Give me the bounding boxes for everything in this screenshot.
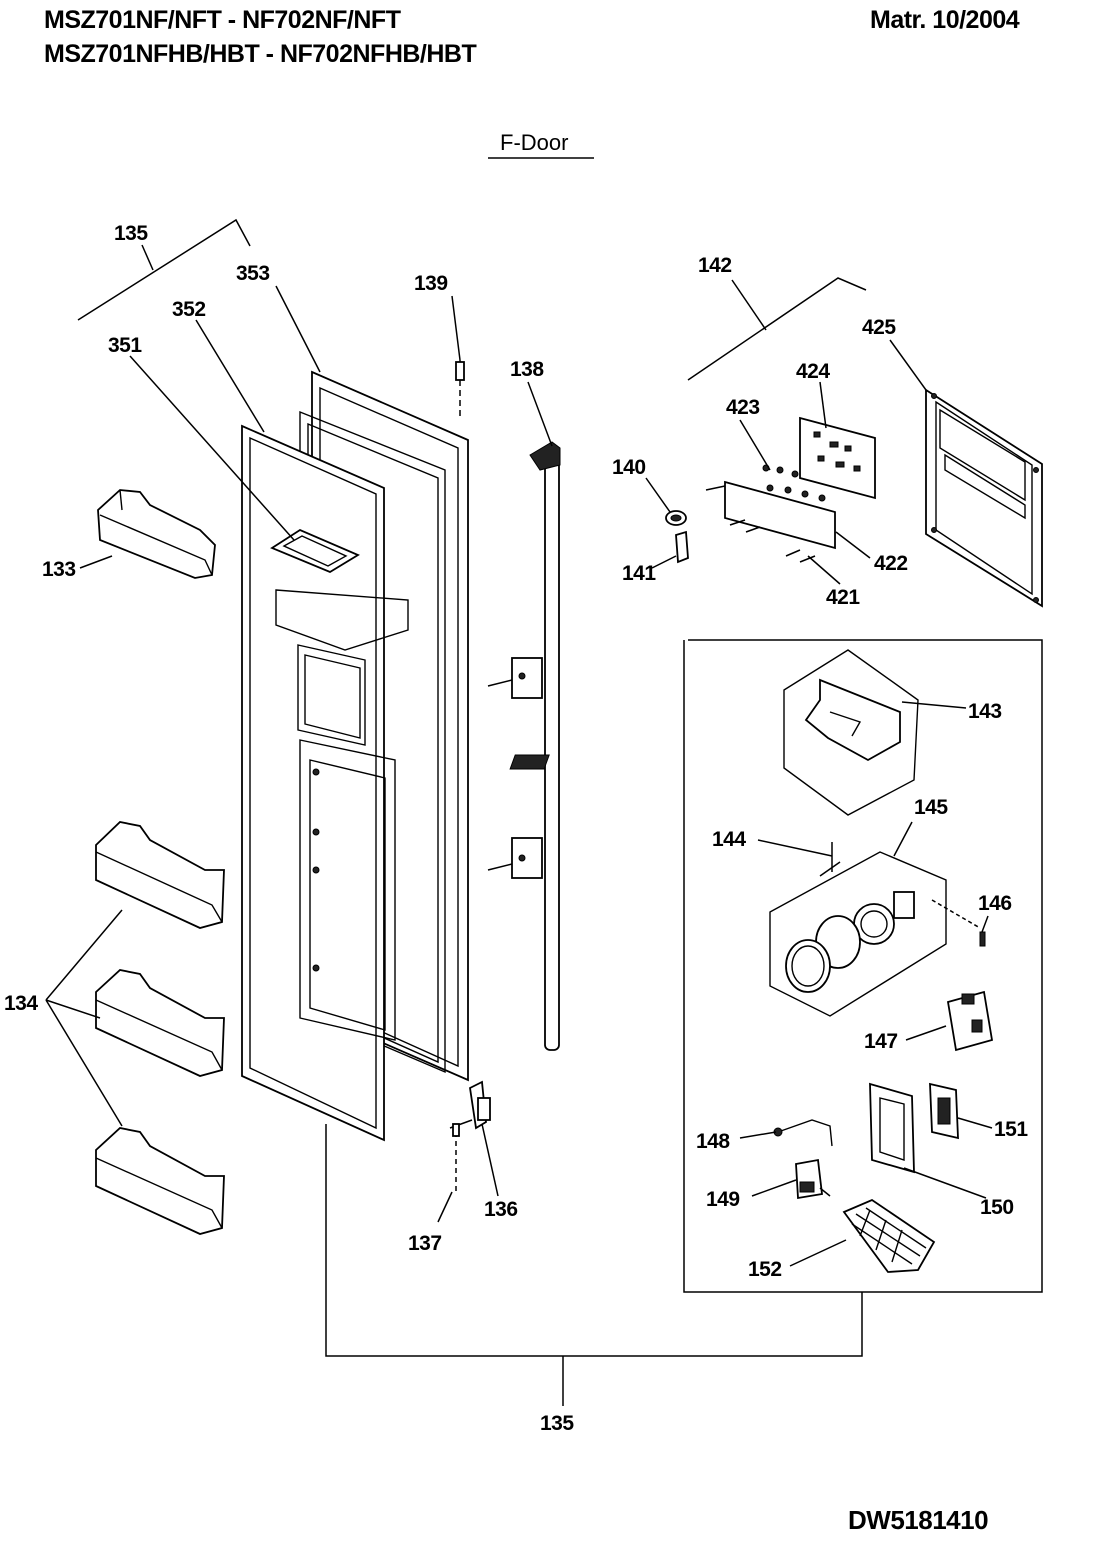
label-424: 424 [796,360,830,383]
label-139: 139 [414,272,448,295]
label-142: 142 [698,254,732,277]
label-150: 150 [980,1196,1014,1219]
label-140: 140 [612,456,646,479]
label-144: 144 [712,828,746,851]
label-148: 148 [696,1130,730,1153]
label-135-bottom: 135 [540,1412,574,1435]
label-421: 421 [826,586,860,609]
label-136: 136 [484,1198,518,1221]
control-board-422 [705,480,836,563]
label-146: 146 [978,892,1012,915]
label-145: 145 [914,796,948,819]
label-422: 422 [874,552,908,575]
ice-chute-143 [509,649,919,816]
cover-panel-425 [925,388,1043,608]
label-152: 152 [748,1258,782,1281]
lever-148 [773,1119,833,1147]
part-labels: 135 353 352 351 139 138 133 134 136 137 … [4,222,1029,1435]
label-147: 147 [864,1030,898,1053]
paddle-151 [929,1082,959,1140]
drip-grille-152 [842,1198,936,1273]
matr-date: Matr. 10/2004 [870,6,1020,34]
door-frame-352 [241,424,409,1142]
spring-141 [675,530,689,564]
dispenser-assembly-box [683,639,1043,1293]
door-shelf-133 [97,489,216,579]
lamp-housing-145 [769,851,947,1017]
hinge-pin-139 [455,360,465,420]
label-141: 141 [622,562,656,585]
label-135-top: 135 [114,222,148,245]
label-353: 353 [236,262,270,285]
screw-137 [452,1123,460,1192]
actuator-150 [869,1082,915,1174]
label-351: 351 [108,334,142,357]
door-shelf-134-c [95,1127,225,1235]
label-143: 143 [968,700,1002,723]
label-133: 133 [42,558,76,581]
lower-hinge-136 [449,1080,491,1130]
micro-switch-149 [795,1158,831,1200]
section-title: F-Door [500,130,568,155]
model-line-2: MSZ701NFHB/HBT - NF702NFHB/HBT [44,40,477,68]
door-shelf-134-b [95,969,225,1077]
model-line-1: MSZ701NF/NFT - NF702NF/NFT [44,6,401,34]
label-149: 149 [706,1188,740,1211]
door-handle-138 [487,441,561,1051]
label-352: 352 [172,298,206,321]
clip-146 [979,931,986,947]
label-423: 423 [726,396,760,419]
label-425: 425 [862,316,896,339]
label-134: 134 [4,992,38,1015]
label-138: 138 [510,358,544,381]
display-panel-424 [799,416,876,500]
label-137: 137 [408,1232,442,1255]
switch-147 [946,990,994,1052]
button-140 [665,510,687,526]
leader-lines [45,218,993,1406]
door-shelf-134-a [95,821,225,929]
label-151: 151 [994,1118,1028,1141]
document-code: DW5181410 [848,1505,989,1535]
